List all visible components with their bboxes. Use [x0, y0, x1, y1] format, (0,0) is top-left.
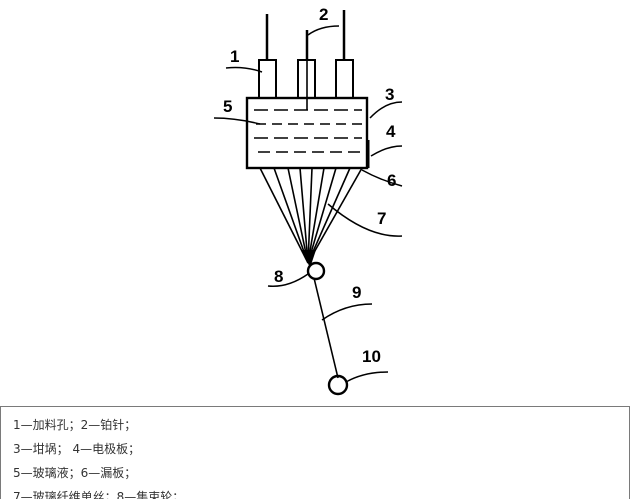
winder-wheel: [327, 374, 349, 396]
label-2: 2: [319, 5, 328, 24]
feed-hole-left: [258, 59, 277, 99]
label-5: 5: [223, 97, 232, 116]
legend-line-1: 1—加料孔；2—铂针；: [13, 418, 137, 432]
fiberglass-drawing-diagram: 1 2 3 4 5 6 7 8 9 10: [213, 5, 403, 396]
label-10: 10: [362, 347, 381, 366]
strand: [313, 277, 339, 379]
legend-line-3: 5—玻璃液；6—漏板；: [13, 466, 137, 480]
gathering-wheel: [306, 261, 326, 281]
filament-convergence: [302, 250, 316, 268]
legend-box: 1—加料孔；2—铂针； 3—坩埚； 4—电极板； 5—玻璃液；6—漏板； 7—玻…: [0, 406, 630, 499]
label-7: 7: [377, 209, 386, 228]
glass-filaments: [259, 167, 363, 264]
crucible: [245, 96, 370, 170]
legend-line-4: 7—玻璃纤维单丝；8—集束轮；: [13, 490, 185, 499]
feed-hole-right: [335, 59, 354, 99]
label-6: 6: [387, 171, 396, 190]
label-3: 3: [385, 85, 394, 104]
legend-line-2: 3—坩埚； 4—电极板；: [13, 442, 141, 456]
leader-lines: [213, 25, 403, 383]
label-4: 4: [386, 122, 396, 141]
label-1: 1: [230, 47, 239, 66]
label-9: 9: [352, 283, 361, 302]
label-8: 8: [274, 267, 283, 286]
crucible-body: [245, 96, 369, 170]
glass-liquid: [254, 109, 362, 153]
feed-tubes: [258, 10, 354, 110]
